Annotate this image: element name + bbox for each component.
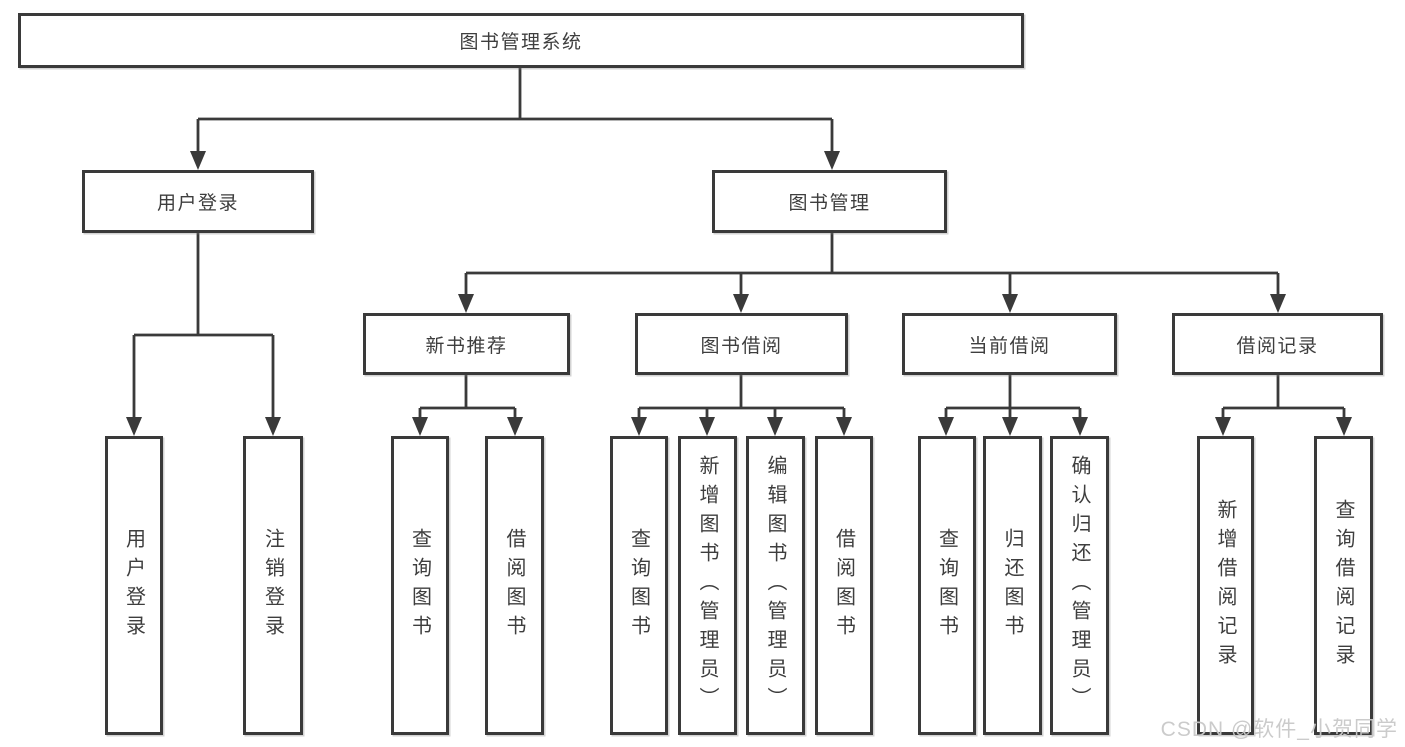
node-br-query-record-label: 查询借阅记录 (1332, 498, 1354, 673)
node-root-label: 图书管理系统 (459, 32, 583, 53)
connector-bookmgmt-to-level3 (458, 233, 1286, 313)
node-borrow-records: 借阅记录 (1172, 313, 1383, 375)
node-leaf-user-login-label: 用户登录 (122, 527, 145, 644)
node-cb-confirm-return: 确认归还（管理员） (1050, 436, 1109, 735)
node-root: 图书管理系统 (18, 13, 1024, 68)
connector-userlogin-to-leaves (126, 233, 281, 436)
node-borrow-records-label: 借阅记录 (1236, 335, 1319, 357)
node-new-book-rec: 新书推荐 (363, 313, 570, 375)
node-br-add-record: 新增借阅记录 (1197, 436, 1254, 735)
node-cb-query-books: 查询图书 (918, 436, 976, 735)
node-book-mgmt-label: 图书管理 (788, 193, 871, 214)
node-bb-borrow-books: 借阅图书 (815, 436, 873, 735)
node-bb-add-books: 新增图书（管理员） (678, 436, 737, 735)
node-bb-edit-books: 编辑图书（管理员） (746, 436, 805, 735)
node-current-borrow-label: 当前借阅 (968, 335, 1051, 357)
node-user-login-label: 用户登录 (156, 193, 239, 214)
node-bb-edit-books-label: 编辑图书（管理员） (764, 455, 786, 716)
node-cb-query-books-label: 查询图书 (935, 527, 958, 644)
node-bb-borrow-books-label: 借阅图书 (832, 527, 855, 644)
node-br-add-record-label: 新增借阅记录 (1214, 498, 1236, 673)
connector-newbookrec-to-leaves (412, 375, 523, 436)
node-leaf-logout-label: 注销登录 (261, 527, 284, 644)
node-new-book-rec-label: 新书推荐 (425, 335, 508, 357)
node-cb-return-books: 归还图书 (983, 436, 1042, 735)
connector-borrowrecords-to-leaves (1215, 375, 1352, 436)
node-rec-borrow-books: 借阅图书 (485, 436, 544, 735)
node-rec-query-books: 查询图书 (391, 436, 449, 735)
node-book-borrow: 图书借阅 (635, 313, 848, 375)
node-cb-confirm-return-label: 确认归还（管理员） (1068, 455, 1090, 716)
node-bb-query-books-label: 查询图书 (627, 527, 650, 644)
node-book-borrow-label: 图书借阅 (700, 335, 783, 357)
node-book-mgmt: 图书管理 (712, 170, 947, 233)
connector-currentborrow-to-leaves (938, 375, 1088, 436)
connector-bookborrow-to-leaves (631, 375, 852, 436)
csdn-watermark: CSDN @软件_小贺同学 (1160, 718, 1398, 741)
node-rec-query-books-label: 查询图书 (408, 527, 431, 644)
connector-root-to-level2 (190, 68, 840, 170)
node-cb-return-books-label: 归还图书 (1001, 527, 1023, 644)
node-leaf-user-login: 用户登录 (105, 436, 163, 735)
node-current-borrow: 当前借阅 (902, 313, 1117, 375)
node-rec-borrow-books-label: 借阅图书 (503, 527, 525, 644)
node-user-login: 用户登录 (82, 170, 314, 233)
node-bb-query-books: 查询图书 (610, 436, 668, 735)
node-bb-add-books-label: 新增图书（管理员） (696, 455, 718, 716)
node-br-query-record: 查询借阅记录 (1314, 436, 1373, 735)
node-leaf-logout: 注销登录 (243, 436, 303, 735)
